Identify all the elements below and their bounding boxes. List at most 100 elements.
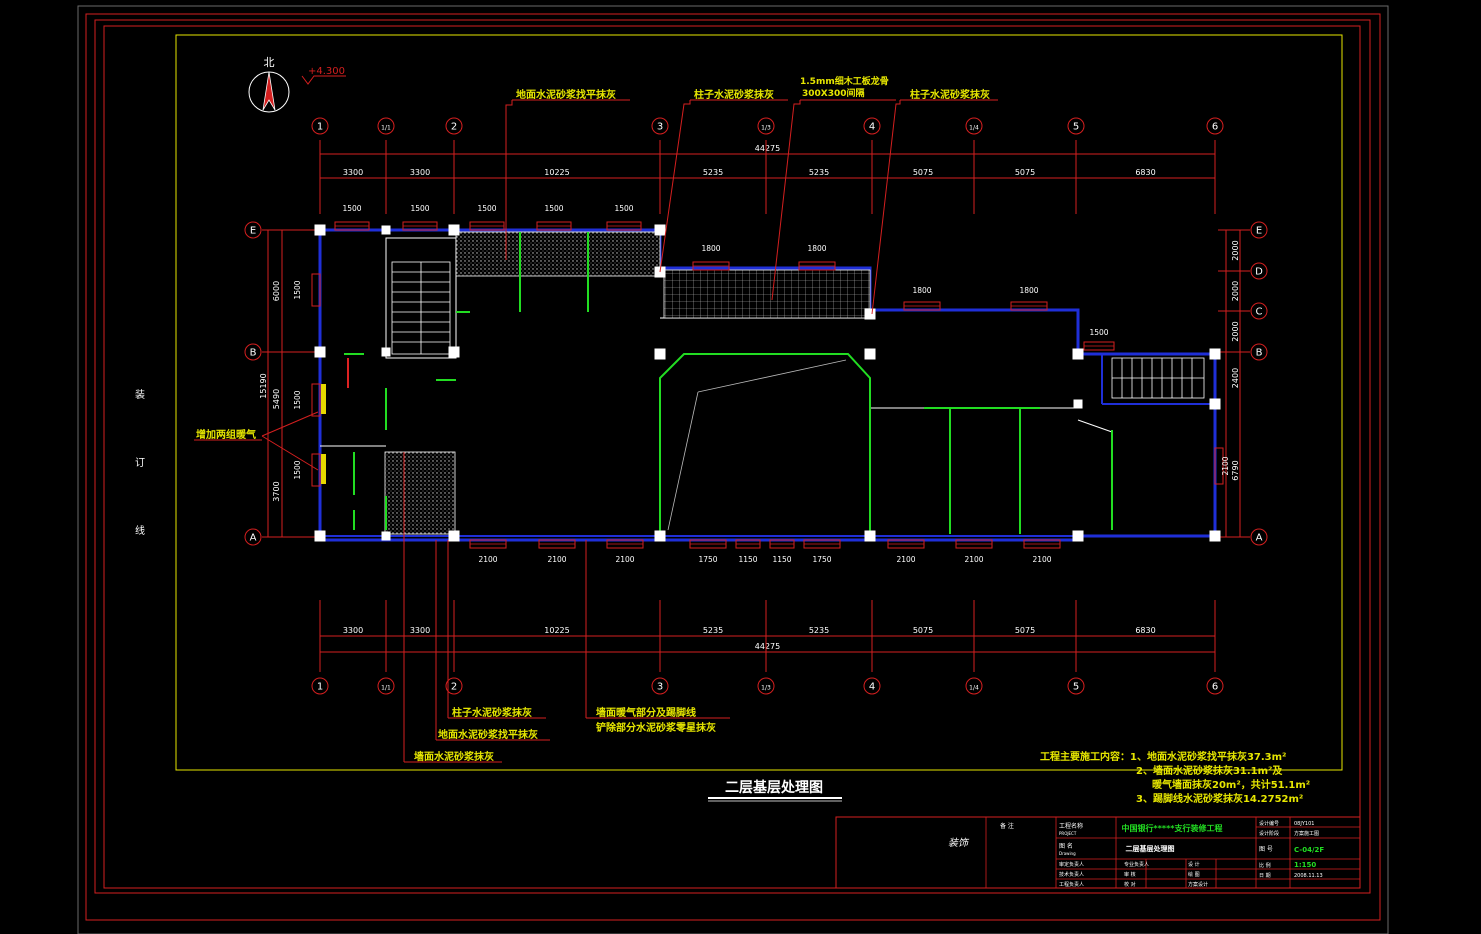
- left-total-dim: 15190: [259, 373, 268, 398]
- column: [381, 225, 391, 235]
- column: [1209, 530, 1221, 542]
- bottom-grid-bubble: [757, 677, 775, 695]
- note-line-4: 3、踢脚线水泥砂浆抹灰14.2752m²: [1136, 792, 1303, 805]
- column: [654, 530, 666, 542]
- binding-char-2: 订: [135, 457, 145, 469]
- top-span-dim: 5075: [1015, 168, 1035, 177]
- window-dim: 1800: [807, 244, 826, 253]
- right-grid-label: E: [1256, 226, 1262, 237]
- bottom-grid-label: 5: [1073, 682, 1079, 693]
- window-dim: 1800: [701, 244, 720, 253]
- column: [1072, 348, 1084, 360]
- heater-2: [321, 454, 326, 484]
- bottom-grid-label: 4: [869, 682, 875, 693]
- window-dim: 2100: [1221, 456, 1230, 475]
- right-grid-bubble: [1250, 262, 1268, 280]
- north-label: 北: [264, 56, 275, 69]
- top-span-dim: 5235: [703, 168, 723, 177]
- column: [448, 530, 460, 542]
- window-dim: 1500: [1089, 328, 1108, 337]
- left-grid-label: B: [250, 348, 257, 359]
- window-dim: 2100: [547, 555, 566, 564]
- frame-border: [103, 25, 1361, 889]
- company-mark: 装饰: [948, 837, 970, 849]
- tb-scale-label: 比 例: [1259, 862, 1271, 869]
- top-grid-bubble: [311, 117, 329, 135]
- top-span-dim: 3300: [343, 168, 363, 177]
- right-grid-bubble: [1250, 302, 1268, 320]
- window-dim: 2100: [615, 555, 634, 564]
- window-dim: 2100: [896, 555, 915, 564]
- right-span-dim: 2000: [1231, 321, 1240, 341]
- window: [311, 383, 321, 417]
- top-grid-bubble: [651, 117, 669, 135]
- column: [864, 530, 876, 542]
- bottom-grid-label: 2: [451, 682, 457, 693]
- binding-char-3: 线: [135, 524, 145, 537]
- note-line-2: 2、墙面水泥砂浆抹灰31.1m²及: [1136, 764, 1283, 777]
- north-arrow-icon: [248, 71, 290, 113]
- tb-remark-label: 备 注: [1000, 822, 1014, 830]
- elevation-mark-icon: [301, 75, 346, 85]
- label-baseboard-2: 铲除部分水泥砂浆零星抹灰: [596, 721, 716, 734]
- tb-drawing-name: 二层基层处理图: [1126, 844, 1175, 853]
- bottom-grid-bubble: [1067, 677, 1085, 695]
- label-heating: 增加两组暖气: [196, 428, 256, 441]
- tb-drawing-sub: Drawing: [1059, 851, 1076, 856]
- window-dim: 1500: [614, 204, 633, 213]
- bottom-grid-bubble: [311, 677, 329, 695]
- tb-role-label: 技术负责人: [1059, 871, 1084, 878]
- top-grid-label: 2: [451, 122, 457, 133]
- bottom-span-dim: 10225: [544, 626, 569, 635]
- bottom-grid-bubble: [1206, 677, 1224, 695]
- window: [311, 453, 321, 487]
- bottom-span-dim: 5235: [703, 626, 723, 635]
- top-span-dim: 3300: [410, 168, 430, 177]
- bottom-span-dim: 5075: [1015, 626, 1035, 635]
- left-grid-bubble: [244, 221, 262, 239]
- right-span-dim: 6790: [1231, 460, 1240, 480]
- window-dim: 1750: [812, 555, 831, 564]
- note-line-1: 工程主要施工内容：1、地面水泥砂浆找平抹灰37.3m²: [1040, 750, 1286, 763]
- leader-lines: [261, 100, 901, 762]
- right-grid-bubble: [1250, 528, 1268, 546]
- tb-sheet: C-04/2F: [1294, 846, 1324, 854]
- top-span-dim: 5235: [809, 168, 829, 177]
- bottom-span-dim: 6830: [1135, 626, 1155, 635]
- top-grid-label: 6: [1212, 122, 1218, 133]
- tb-sheet-label: 图 号: [1259, 846, 1273, 853]
- stair-left: [391, 261, 451, 355]
- tb-design-no-label: 设计编号: [1259, 820, 1279, 827]
- top-grid-label: 1/4: [969, 125, 979, 132]
- left-span-dim: 3700: [272, 481, 281, 501]
- right-grid-label: A: [1256, 533, 1263, 544]
- label-column-2: 柱子水泥砂浆抹灰: [910, 88, 990, 101]
- column: [381, 531, 391, 541]
- bottom-span-dim: 3300: [410, 626, 430, 635]
- column: [1209, 348, 1221, 360]
- column: [1209, 398, 1221, 410]
- bottom-span-dim: 3300: [343, 626, 363, 635]
- window-dim: 1500: [544, 204, 563, 213]
- top-grid-label: 1: [317, 122, 323, 133]
- column: [448, 346, 460, 358]
- left-grid-bubble: [244, 343, 262, 361]
- bottom-grid-label: 1: [317, 682, 323, 693]
- bottom-grid-bubble: [965, 677, 983, 695]
- tb-date-label: 日 期: [1259, 873, 1271, 879]
- bottom-grid-label: 3: [657, 682, 663, 693]
- tb-role-label: 绘 图: [1188, 871, 1200, 878]
- tb-stage: 方案施工图: [1294, 830, 1319, 837]
- top-total-dim: 44275: [755, 144, 780, 153]
- column: [1072, 530, 1084, 542]
- label-floor-bottom: 地面水泥砂浆找平抹灰: [438, 728, 538, 741]
- top-grid-bubble: [863, 117, 881, 135]
- window-dim: 1150: [772, 555, 791, 564]
- bottom-grid-label: 1/4: [969, 685, 979, 692]
- column: [654, 348, 666, 360]
- window-dim: 1500: [477, 204, 496, 213]
- bottom-grid-bubble: [445, 677, 463, 695]
- left-grid-bubble: [244, 528, 262, 546]
- left-span-dim: 5490: [272, 389, 281, 409]
- left-span-dim: 6000: [272, 281, 281, 301]
